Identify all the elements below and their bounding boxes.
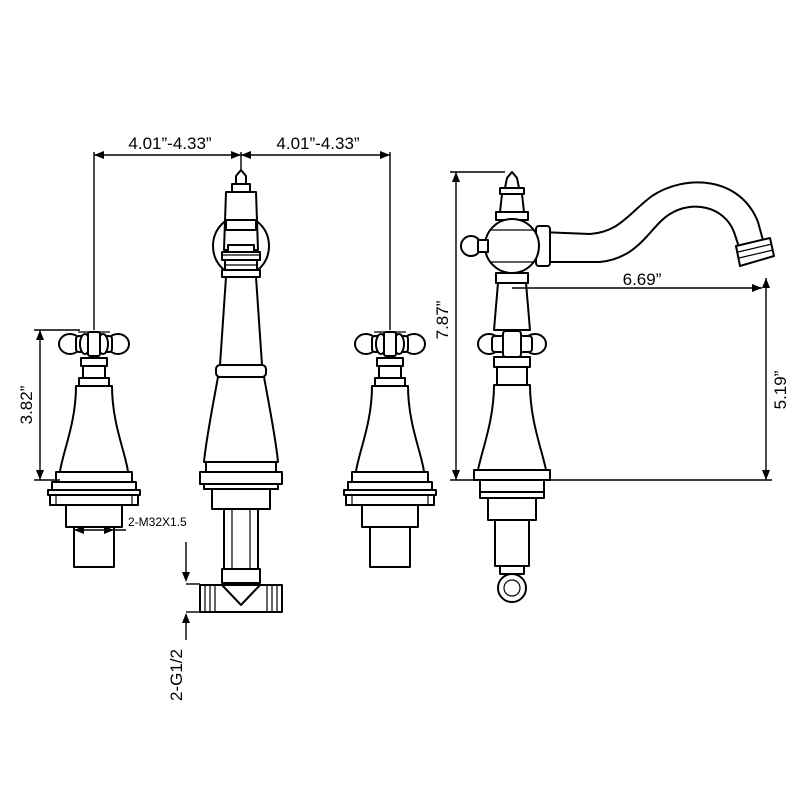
spout-reach-label: 6.69” <box>623 270 662 289</box>
valve-thread-label: 2-M32X1.5 <box>128 515 187 529</box>
valve-thread-dimension: 2-M32X1.5 <box>74 515 187 534</box>
spout-reach-dimension: 6.69” <box>512 270 762 292</box>
right-handle-valve <box>343 331 437 568</box>
inlet-thread-dimension: 2-G1/2 <box>167 542 200 701</box>
center-spout-front <box>199 169 283 613</box>
spout-height-label: 5.19” <box>771 370 790 409</box>
handle-height-label: 3.82” <box>17 385 36 424</box>
spout-height-dimension: 5.19” <box>550 278 790 481</box>
spread-left-label: 4.01”-4.33” <box>128 134 211 153</box>
spout-side-view <box>460 171 775 603</box>
spread-right-label: 4.01”-4.33” <box>276 134 359 153</box>
overall-height-dimension: 7.87” <box>433 171 505 481</box>
overall-height-label: 7.87” <box>433 300 452 339</box>
inlet-thread-label: 2-G1/2 <box>167 649 186 701</box>
left-handle-valve <box>47 331 141 568</box>
handle-height-dimension: 3.82” <box>17 329 80 481</box>
spread-dimension: 4.01”-4.33” 4.01”-4.33” <box>93 134 391 330</box>
